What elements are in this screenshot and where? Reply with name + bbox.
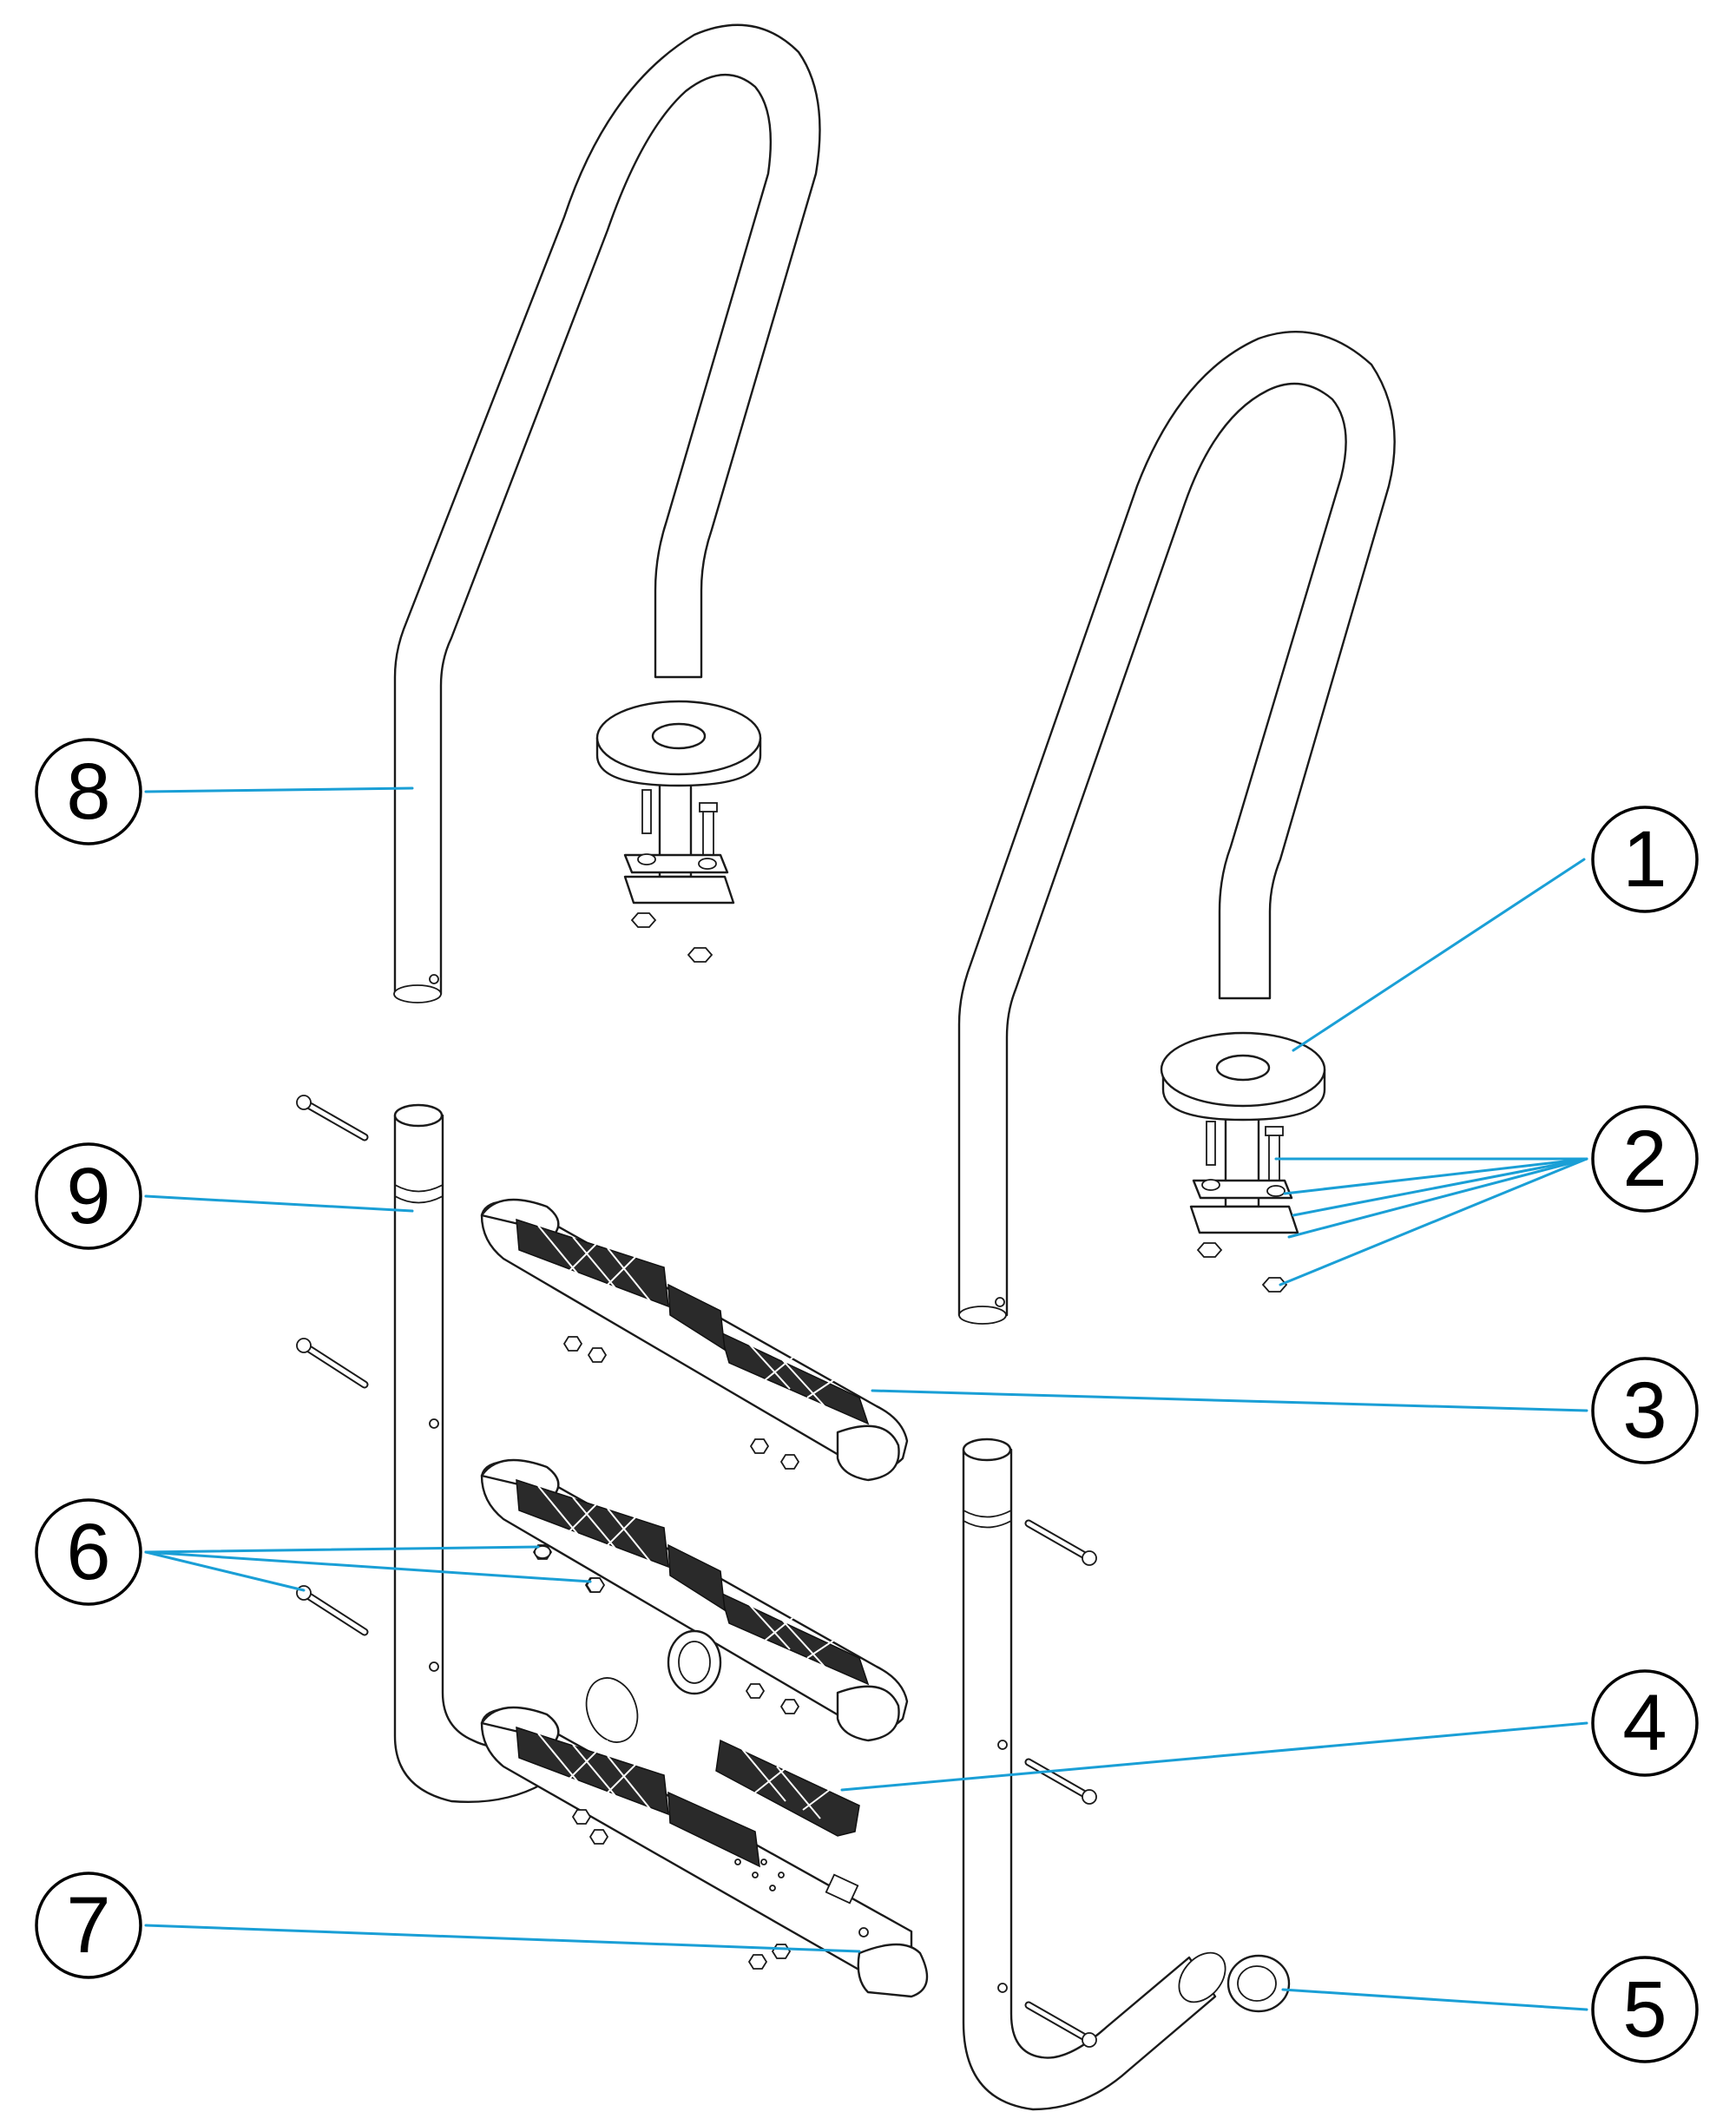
step-middle <box>480 1458 909 1742</box>
leader-6b <box>144 1550 592 1583</box>
callout-label-6: 6 <box>66 1508 110 1596</box>
callout-5: 5 <box>1591 1956 1699 2063</box>
callout-3: 3 <box>1591 1357 1699 1464</box>
left-handrail <box>393 23 821 1003</box>
leader-2b <box>1283 1157 1588 1195</box>
tread-insert <box>715 1739 860 1837</box>
callout-7: 7 <box>35 1872 142 1979</box>
leader-2c <box>1292 1157 1588 1217</box>
callout-9: 9 <box>35 1142 142 1250</box>
leader-6a <box>144 1545 540 1554</box>
leader-3 <box>871 1389 1588 1412</box>
callout-8: 8 <box>35 738 142 845</box>
right-handrail <box>957 330 1396 1325</box>
callout-label-2: 2 <box>1622 1115 1667 1203</box>
leader-9 <box>144 1194 414 1213</box>
callout-label-8: 8 <box>66 747 110 836</box>
bolt <box>1024 1519 1097 1566</box>
callout-label-4: 4 <box>1622 1679 1667 1767</box>
left-anchor-assembly <box>595 700 762 963</box>
leader-2e <box>1279 1157 1588 1286</box>
bolt <box>1024 1758 1097 1805</box>
leader-2d <box>1287 1157 1588 1239</box>
callout-label-7: 7 <box>66 1881 110 1970</box>
leader-6c <box>144 1550 306 1592</box>
bolt <box>296 1338 369 1389</box>
leader-1 <box>1292 858 1586 1052</box>
callout-label-5: 5 <box>1622 1965 1667 2054</box>
leader-lines <box>144 786 1588 2011</box>
leader-7 <box>144 1924 861 1953</box>
bolt <box>296 1095 369 1141</box>
bolt <box>1024 2001 1097 2048</box>
leader-5 <box>1281 1988 1588 2011</box>
leader-8 <box>144 786 414 793</box>
callout-6: 6 <box>35 1498 142 1606</box>
step-top <box>480 1198 909 1482</box>
callout-4: 4 <box>1591 1669 1699 1777</box>
right-lower-post <box>962 1438 1226 2111</box>
callout-label-9: 9 <box>66 1152 110 1240</box>
rubber-bumper <box>1226 1954 1291 2013</box>
leader-4 <box>840 1721 1588 1792</box>
bolt <box>296 1585 369 1636</box>
bolts <box>296 1095 1097 2048</box>
right-anchor-assembly <box>1160 1031 1326 1293</box>
callout-label-3: 3 <box>1622 1366 1667 1455</box>
callout-1: 1 <box>1591 806 1699 913</box>
step-bottom <box>480 1706 929 1998</box>
callout-label-1: 1 <box>1622 815 1667 904</box>
callout-2: 2 <box>1591 1105 1699 1213</box>
